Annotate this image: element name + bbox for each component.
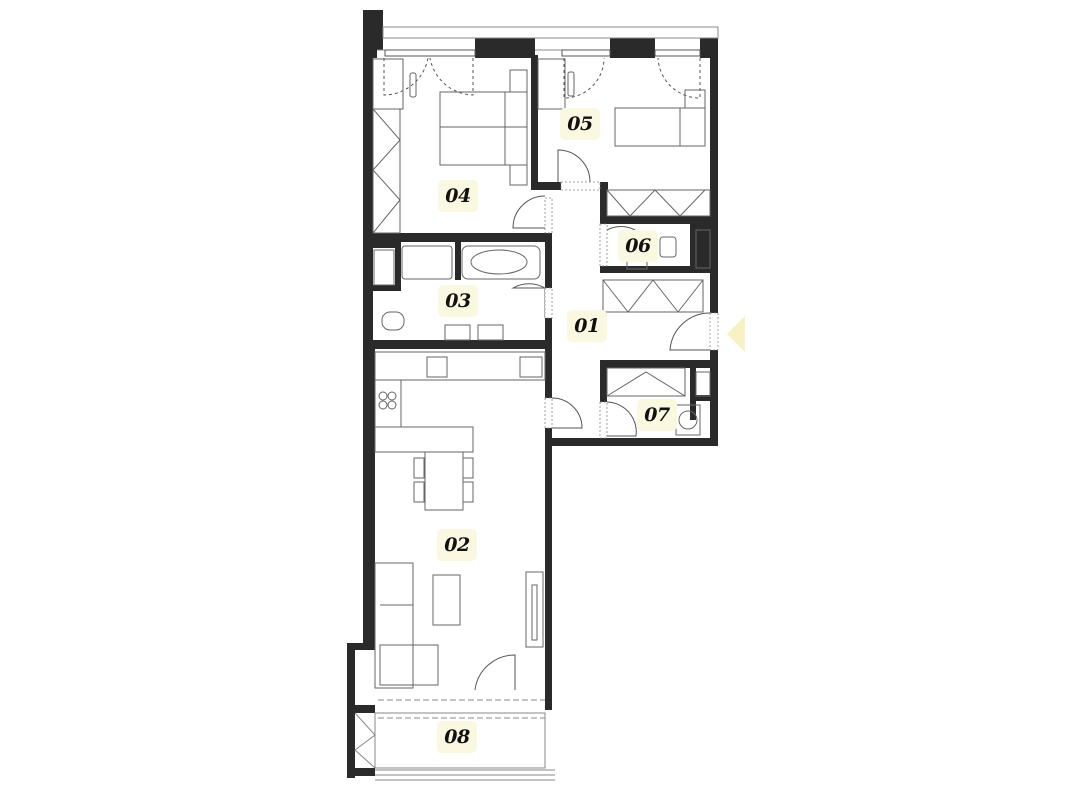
entrance-arrow-icon — [727, 316, 745, 352]
room-label-07: 07 — [637, 399, 677, 431]
windows — [384, 49, 701, 57]
room-label-08: 08 — [437, 721, 477, 753]
furniture — [372, 58, 711, 689]
room-label-04: 04 — [438, 180, 478, 212]
room-label-06: 06 — [618, 230, 658, 262]
door-jambs — [544, 181, 719, 439]
walls — [347, 10, 718, 778]
door-swings — [383, 57, 711, 691]
room-label-05: 05 — [560, 108, 600, 140]
room-label-03: 03 — [438, 285, 478, 317]
room-label-02: 02 — [437, 529, 477, 561]
room-label-01: 01 — [567, 310, 607, 342]
